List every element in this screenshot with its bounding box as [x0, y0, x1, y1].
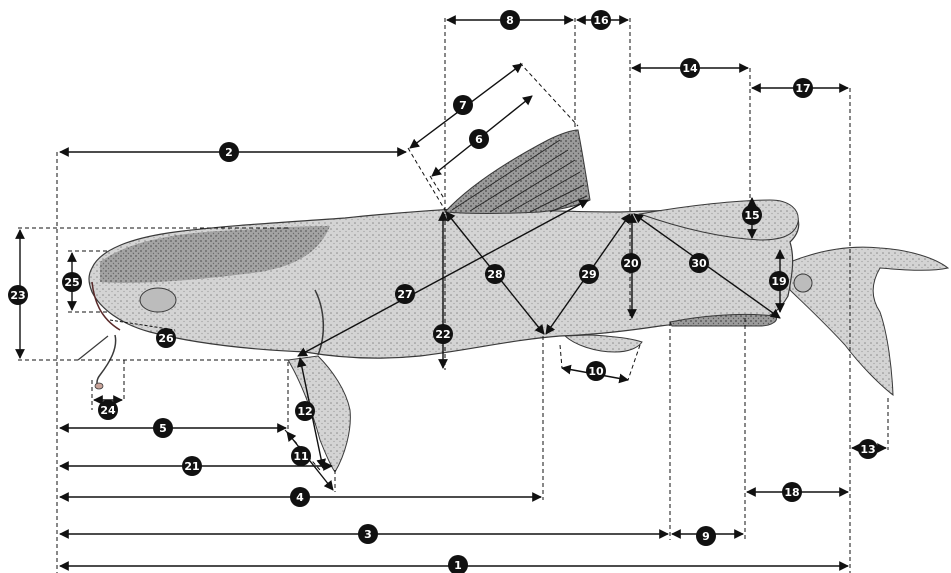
badge-number: 21 — [184, 460, 199, 473]
badge-number: 25 — [64, 276, 79, 289]
barbel — [78, 336, 108, 360]
badge-number: 2 — [225, 146, 233, 159]
badge-number: 16 — [593, 14, 609, 27]
badge-number: 19 — [771, 275, 786, 288]
eye — [140, 288, 176, 312]
badge-6: 6 — [469, 129, 489, 149]
badge-number: 5 — [159, 422, 167, 435]
badge-number: 23 — [10, 289, 25, 302]
badge-number: 27 — [397, 288, 412, 301]
badge-number: 1 — [454, 559, 462, 572]
badge-7: 7 — [453, 95, 473, 115]
badge-29: 29 — [579, 264, 599, 284]
badge-17: 17 — [793, 78, 813, 98]
badge-number: 10 — [588, 365, 604, 378]
badge-13: 13 — [858, 439, 878, 459]
badge-10: 10 — [586, 361, 606, 381]
badge-9: 9 — [696, 526, 716, 546]
badge-25: 25 — [62, 272, 82, 292]
badge-number: 4 — [296, 491, 304, 504]
badge-11: 11 — [291, 446, 311, 466]
caudal-fin — [790, 247, 948, 395]
caudal-spot — [794, 274, 812, 292]
badge-number: 15 — [744, 209, 759, 222]
badge-20: 20 — [621, 253, 641, 273]
pelvic-fin — [565, 335, 642, 352]
badge-19: 19 — [769, 271, 789, 291]
badge-number: 7 — [459, 99, 467, 112]
badge-number: 26 — [158, 332, 174, 345]
badge-21: 21 — [182, 456, 202, 476]
badge-number: 3 — [364, 528, 372, 541]
barbel-tip — [95, 383, 103, 389]
badge-number: 9 — [702, 530, 710, 543]
badge-16: 16 — [591, 10, 611, 30]
badge-number: 24 — [100, 404, 116, 417]
badge-number: 14 — [682, 62, 698, 75]
badge-number: 12 — [297, 405, 312, 418]
badge-number: 28 — [487, 268, 502, 281]
badge-number: 20 — [623, 257, 639, 270]
fish-illustration — [78, 130, 948, 472]
badge-number: 11 — [293, 450, 308, 463]
badge-number: 29 — [581, 268, 596, 281]
badge-number: 22 — [435, 328, 450, 341]
badge-23: 23 — [8, 285, 28, 305]
badge-24: 24 — [98, 400, 118, 420]
badge-number: 6 — [475, 133, 483, 146]
badge-12: 12 — [295, 401, 315, 421]
badge-3: 3 — [358, 524, 378, 544]
badge-4: 4 — [290, 487, 310, 507]
badge-number: 17 — [795, 82, 810, 95]
badge-number: 13 — [860, 443, 875, 456]
badge-number: 8 — [506, 14, 514, 27]
badge-22: 22 — [433, 324, 453, 344]
badge-8: 8 — [500, 10, 520, 30]
badge-15: 15 — [742, 205, 762, 225]
badge-14: 14 — [680, 58, 700, 78]
badge-1: 1 — [448, 555, 468, 573]
badge-2: 2 — [219, 142, 239, 162]
badge-28: 28 — [485, 264, 505, 284]
badge-number: 30 — [691, 257, 707, 270]
badge-18: 18 — [782, 482, 802, 502]
badge-30: 30 — [689, 253, 709, 273]
badge-26: 26 — [156, 328, 176, 348]
badge-5: 5 — [153, 418, 173, 438]
badge-number: 18 — [784, 486, 799, 499]
badge-27: 27 — [395, 284, 415, 304]
